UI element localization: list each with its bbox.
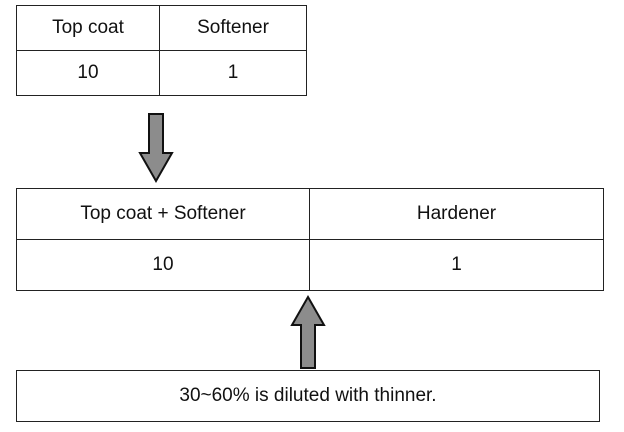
header-top-coat: Top coat (16, 5, 160, 51)
value-softener: 1 (159, 50, 307, 96)
mix-ratio-table-mixture-hardener: Top coat + Softener Hardener 10 1 (16, 188, 604, 291)
header-top-coat-plus-softener: Top coat + Softener (16, 188, 310, 240)
up-arrow-icon (290, 294, 326, 369)
table-header-row: Top coat + Softener Hardener (16, 188, 604, 240)
table-value-row: 10 1 (16, 50, 307, 96)
table-value-row: 10 1 (16, 239, 604, 291)
down-arrow-icon (138, 113, 174, 184)
thinner-dilution-text: 30~60% is diluted with thinner. (179, 385, 437, 406)
value-top-coat: 10 (16, 50, 160, 96)
table-header-row: Top coat Softener (16, 5, 307, 51)
value-top-coat-plus-softener: 10 (16, 239, 310, 291)
value-hardener: 1 (309, 239, 604, 291)
thinner-dilution-note: 30~60% is diluted with thinner. (16, 370, 600, 422)
header-softener: Softener (159, 5, 307, 51)
header-hardener: Hardener (309, 188, 604, 240)
mix-ratio-table-topcoat-softener: Top coat Softener 10 1 (16, 5, 307, 96)
